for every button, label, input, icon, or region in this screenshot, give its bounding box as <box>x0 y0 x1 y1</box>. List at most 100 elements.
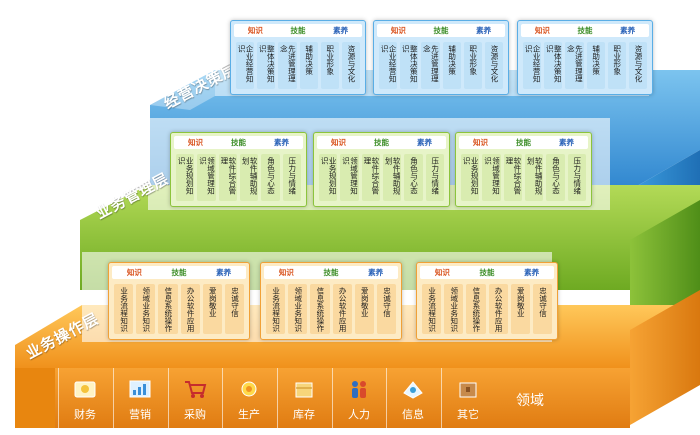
competency-item: 忠诚守信 <box>224 284 245 334</box>
domain-item: 采购 <box>168 368 221 428</box>
competency-item: 信息系统操作 <box>466 284 486 334</box>
domain-label: 信息 <box>402 408 424 421</box>
competency-group-top: 知识技能素养企业经营知识整体决策知识先进管理理念辅助决策职业形象资源与文化 <box>230 20 366 95</box>
header-keyword: 素养 <box>620 26 636 35</box>
competency-group-middle: 知识技能素养业务规划知识领域管理知识软件综合管理软件辅助规划角色与心态压力与情绪 <box>313 132 450 207</box>
competency-item: 整体决策知识 <box>544 42 563 89</box>
competency-item: 角色与心态 <box>546 154 565 201</box>
competency-item-label: 整体决策知识 <box>401 45 419 83</box>
competency-item-label: 领域业务知识 <box>141 287 151 332</box>
competency-item-label: 辅助决策 <box>591 45 601 75</box>
competency-items: 业务规划知识领域管理知识软件综合管理软件辅助规划角色与心态压力与情绪 <box>176 154 301 201</box>
header-keyword: 知识 <box>534 26 550 35</box>
competency-item-label: 角色与心态 <box>409 157 419 195</box>
competency-item-label: 压力与情绪 <box>430 157 440 195</box>
domain-label: 其它 <box>457 408 479 421</box>
competency-item-label: 整体决策知识 <box>545 45 563 83</box>
competency-item-label: 信息系统操作 <box>471 287 481 332</box>
competency-item: 整体决策知识 <box>257 42 276 89</box>
group-header: 知识技能素养 <box>234 24 362 37</box>
competency-item: 整体决策知识 <box>400 42 419 89</box>
competency-item-label: 软件综合管理 <box>504 157 522 195</box>
domain-label: 财务 <box>74 408 96 421</box>
competency-item-label: 角色与心态 <box>266 157 276 195</box>
competency-item-label: 办公软件应用 <box>338 287 348 332</box>
competency-item: 办公软件应用 <box>488 284 508 334</box>
domain-item: 库存 <box>277 368 330 428</box>
header-keyword: 素养 <box>274 138 289 147</box>
header-keyword: 素养 <box>333 26 349 35</box>
competency-items: 业务流程知识领域业务知识 信息系统操作 办公软件应用 爱岗敬业 忠诚守信 <box>114 284 245 334</box>
competency-item-label: 忠诚守信 <box>382 287 392 317</box>
competency-item-label: 信息系统操作 <box>163 287 173 332</box>
competency-item: 职业形象 <box>463 42 482 89</box>
competency-item: 软件综合管理 <box>503 154 522 201</box>
competency-item: 软件辅助规划 <box>524 154 544 201</box>
competency-item: 信息系统操作 <box>158 284 178 334</box>
competency-item: 压力与情绪 <box>425 154 444 201</box>
competency-item: 业务流程知识 <box>114 284 134 334</box>
competency-item-label: 领域业务知识 <box>449 287 459 332</box>
competency-item: 辅助决策 <box>586 42 605 89</box>
competency-item-label: 软件辅助规划 <box>241 157 259 195</box>
header-keyword: 技能 <box>290 26 306 35</box>
competency-item-label: 爱岗敬业 <box>516 287 526 317</box>
competency-items: 业务规划知识领域管理知识软件综合管理软件辅助规划角色与心态压力与情绪 <box>319 154 444 201</box>
domain-title: 领域 <box>516 393 544 409</box>
competency-item: 领域管理知识 <box>482 154 501 201</box>
competency-item-label: 职业形象 <box>325 45 335 75</box>
competency-item: 办公软件应用 <box>332 284 352 334</box>
domain-item: 其它 <box>441 368 494 428</box>
competency-item: 领域管理知识 <box>197 154 216 201</box>
competency-item: 爱岗敬业 <box>354 284 374 334</box>
domain-label: 生产 <box>238 408 260 421</box>
header-keyword: 知识 <box>188 138 203 147</box>
competency-items: 企业经营知识整体决策知识先进管理理念辅助决策职业形象资源与文化 <box>523 42 648 89</box>
competency-group-bottom: 知识技能素养业务流程知识领域业务知识信息系统操作办公软件应用爱岗敬业忠诚守信 <box>260 262 402 340</box>
competency-item: 辅助决策 <box>299 42 318 89</box>
production-gear-icon <box>236 378 262 400</box>
header-keyword: 技能 <box>374 138 389 147</box>
competency-item-label: 爱岗敬业 <box>208 287 218 317</box>
competency-items: 业务规划知识领域管理知识软件综合管理软件辅助规划角色与心态压力与情绪 <box>461 154 586 201</box>
competency-item-label: 忠诚守信 <box>230 287 240 317</box>
competency-item: 企业经营知识 <box>379 42 398 89</box>
header-keyword: 技能 <box>323 268 339 277</box>
competency-item-label: 整体决策知识 <box>258 45 276 83</box>
competency-item-label: 软件辅助规划 <box>526 157 544 195</box>
group-header: 知识技能素养 <box>317 136 446 149</box>
competency-item-label: 办公软件应用 <box>494 287 504 332</box>
other-box-icon <box>455 378 481 400</box>
competency-item-label: 业务规划知识 <box>177 157 195 195</box>
group-header: 知识技能素养 <box>420 266 554 279</box>
competency-item: 职业形象 <box>607 42 626 89</box>
competency-item-label: 业务规划知识 <box>462 157 480 195</box>
competency-item: 软件辅助规划 <box>382 154 402 201</box>
competency-item: 领域业务知识 <box>444 284 464 334</box>
competency-item-label: 办公软件应用 <box>186 287 196 332</box>
competency-item-label: 爱岗敬业 <box>360 287 370 317</box>
competency-item: 先进管理理念 <box>278 42 297 89</box>
header-keyword: 知识 <box>434 268 450 277</box>
competency-item: 企业经营知识 <box>523 42 542 89</box>
competency-item: 资源与文化 <box>484 42 504 89</box>
domain-label: 人力 <box>348 408 370 421</box>
header-keyword: 技能 <box>516 138 531 147</box>
competency-item: 领域业务知识 <box>136 284 156 334</box>
header-keyword: 素养 <box>417 138 432 147</box>
competency-item: 压力与情绪 <box>567 154 586 201</box>
domain-label: 营销 <box>129 408 151 421</box>
competency-item: 业务规划知识 <box>461 154 480 201</box>
competency-item-label: 软件综合管理 <box>362 157 380 195</box>
competency-item: 先进管理理念 <box>421 42 440 89</box>
domain-item: 财务 <box>58 368 111 428</box>
competency-group-middle: 知识技能素养业务规划知识领域管理知识软件综合管理软件辅助规划角色与心态压力与情绪 <box>455 132 592 207</box>
competency-item: 办公软件应用 <box>180 284 200 334</box>
header-keyword: 技能 <box>231 138 246 147</box>
competency-item-label: 辅助决策 <box>447 45 457 75</box>
competency-item: 领域管理知识 <box>340 154 359 201</box>
competency-item: 压力与情绪 <box>282 154 301 201</box>
competency-item-label: 先进管理理念 <box>566 45 584 83</box>
header-keyword: 技能 <box>577 26 593 35</box>
competency-item: 信息系统操作 <box>310 284 330 334</box>
